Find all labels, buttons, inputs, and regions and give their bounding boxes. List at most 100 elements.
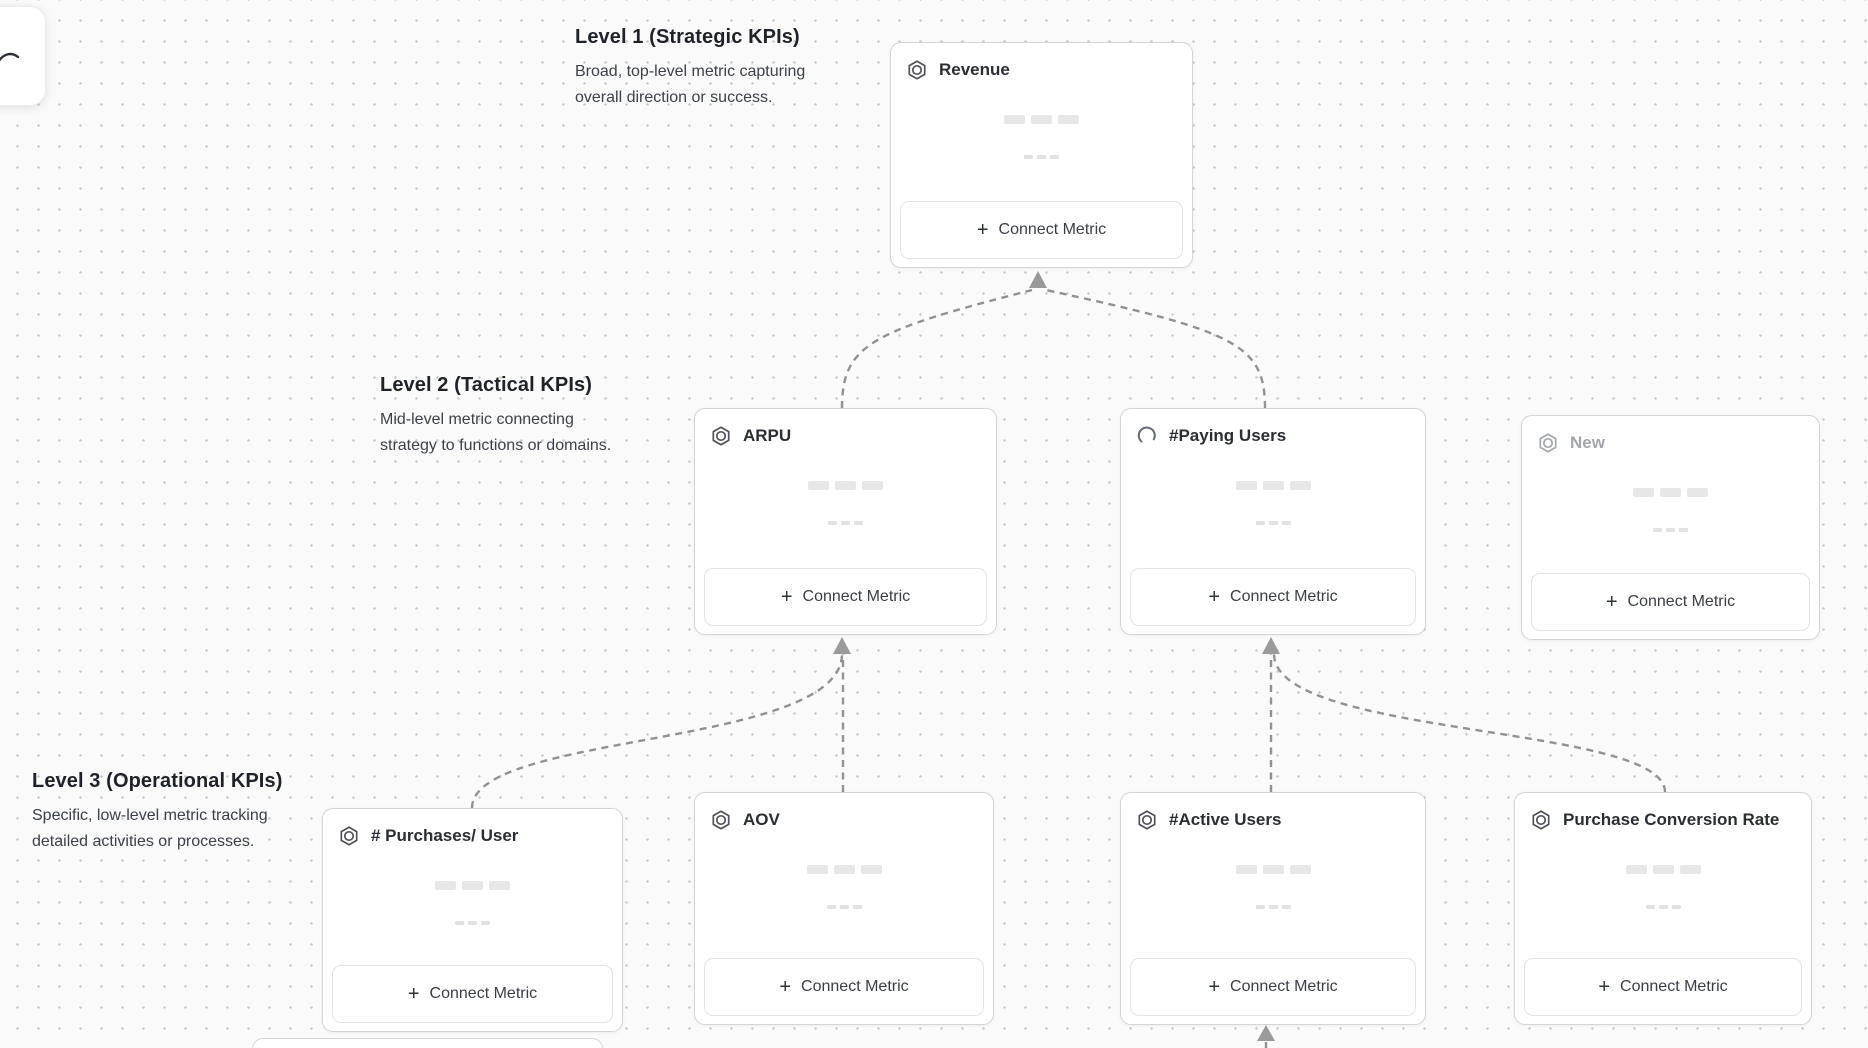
plus-icon: + xyxy=(780,585,793,608)
skeleton-bar xyxy=(806,865,828,874)
arrowhead-payingusers xyxy=(1262,637,1280,654)
level-1-description: Broad, top-level metric capturing overal… xyxy=(575,63,806,106)
skeleton-bar xyxy=(462,881,483,890)
metric-card-revenue[interactable]: Revenue + Connect Metric xyxy=(890,42,1193,268)
connect-metric-label: Connect Metric xyxy=(801,978,909,995)
skeleton-bar xyxy=(1653,528,1662,532)
plus-icon: + xyxy=(976,218,989,241)
skeleton-bar xyxy=(1281,521,1291,525)
arrowhead-activeusers xyxy=(1257,1025,1275,1041)
plus-icon: + xyxy=(779,975,792,998)
connect-metric-label: Connect Metric xyxy=(1230,588,1338,605)
hexagon-metric-icon xyxy=(1537,432,1559,454)
plus-icon: + xyxy=(1598,975,1611,998)
connect-metric-button[interactable]: + Connect Metric xyxy=(1130,958,1416,1016)
skeleton-bar xyxy=(1652,865,1674,874)
level-1-annotation: Level 1 (Strategic KPIs) Broad, top-leve… xyxy=(575,26,841,111)
metric-card-title: ARPU xyxy=(743,426,792,445)
skeleton-bar xyxy=(1687,488,1708,497)
connect-metric-button[interactable]: + Connect Metric xyxy=(704,958,984,1016)
metric-card-title: #Paying Users xyxy=(1169,426,1287,445)
skeleton-bar xyxy=(468,921,477,925)
skeleton-bar xyxy=(1262,865,1284,874)
level-2-annotation: Level 2 (Tactical KPIs) Mid-level metric… xyxy=(380,374,632,459)
connect-metric-label: Connect Metric xyxy=(1627,593,1736,610)
skeleton-bar xyxy=(835,481,856,490)
hexagon-metric-icon xyxy=(1530,809,1552,831)
skeleton-bar xyxy=(1645,905,1655,909)
edge-payingusers-revenue[interactable] xyxy=(1045,288,1267,409)
metric-card-aov[interactable]: AOV + Connect Metric xyxy=(694,792,994,1025)
connect-metric-button[interactable]: + Connect Metric xyxy=(1130,568,1416,626)
skeleton-bar xyxy=(833,865,855,874)
connect-metric-button[interactable]: + Connect Metric xyxy=(900,201,1183,259)
connect-metric-label: Connect Metric xyxy=(429,985,538,1002)
canvas-tool-button[interactable] xyxy=(0,6,46,106)
skeleton-bar xyxy=(1666,528,1675,532)
metric-card-title: Revenue xyxy=(939,60,1010,79)
metric-skeleton xyxy=(1522,488,1819,532)
connect-metric-button[interactable]: + Connect Metric xyxy=(1524,958,1802,1016)
connect-metric-label: Connect Metric xyxy=(802,588,911,605)
connect-metric-button[interactable]: + Connect Metric xyxy=(704,568,987,626)
hexagon-metric-icon xyxy=(710,425,732,447)
metric-card-active-users[interactable]: #Active Users + Connect Metric xyxy=(1120,792,1426,1025)
skeleton-bar xyxy=(1050,155,1059,159)
metric-skeleton xyxy=(1515,865,1811,909)
plus-icon: + xyxy=(407,982,420,1005)
plus-icon: + xyxy=(1605,590,1618,613)
plus-icon: + xyxy=(1208,975,1221,998)
metric-card-title: New xyxy=(1570,433,1605,452)
partial-card[interactable] xyxy=(252,1038,603,1048)
edge-arpu-revenue[interactable] xyxy=(840,288,1033,409)
metric-card-new[interactable]: New + Connect Metric xyxy=(1521,415,1820,640)
metric-card-paying-users[interactable]: #Paying Users + Connect Metric xyxy=(1120,408,1426,635)
skeleton-bar xyxy=(1679,528,1688,532)
metric-card-purchase-conversion-rate[interactable]: Purchase Conversion Rate + Connect Metri… xyxy=(1514,792,1812,1025)
skeleton-bar xyxy=(489,881,510,890)
edge-pcr-payingusers[interactable] xyxy=(1272,653,1667,793)
hexagon-metric-icon xyxy=(906,59,928,81)
arrowhead-arpu xyxy=(833,637,851,654)
skeleton-bar xyxy=(852,905,862,909)
connect-metric-button[interactable]: + Connect Metric xyxy=(1531,573,1810,631)
connect-metric-label: Connect Metric xyxy=(1230,978,1338,995)
level-2-title: Level 2 (Tactical KPIs) xyxy=(380,374,593,396)
skeleton-bar xyxy=(826,905,836,909)
skeleton-bar xyxy=(1633,488,1654,497)
metric-card-purchases-user[interactable]: # Purchases/ User + Connect Metric xyxy=(322,808,623,1032)
skeleton-bar xyxy=(1268,905,1278,909)
skeleton-bar xyxy=(1268,521,1278,525)
skeleton-bar xyxy=(1004,115,1025,124)
skeleton-bar xyxy=(1289,865,1311,874)
skeleton-bar xyxy=(1289,481,1311,490)
connect-metric-label: Connect Metric xyxy=(1620,978,1728,995)
spinner-icon xyxy=(1136,425,1158,447)
edge-purchasesuser-arpu[interactable] xyxy=(470,653,844,809)
skeleton-bar xyxy=(1058,115,1079,124)
skeleton-bar xyxy=(1262,481,1284,490)
skeleton-bar xyxy=(435,881,456,890)
level-2-description: Mid-level metric connecting strategy to … xyxy=(380,411,612,454)
skeleton-bar xyxy=(455,921,464,925)
skeleton-bar xyxy=(1281,905,1291,909)
hexagon-metric-icon xyxy=(338,825,360,847)
skeleton-bar xyxy=(860,865,882,874)
metric-card-title: # Purchases/ User xyxy=(371,826,519,845)
skeleton-bar xyxy=(862,481,883,490)
hexagon-metric-icon xyxy=(710,809,732,831)
metric-card-title: AOV xyxy=(743,810,780,829)
skeleton-bar xyxy=(828,521,837,525)
skeleton-bar xyxy=(854,521,863,525)
metric-card-title: Purchase Conversion Rate xyxy=(1563,810,1780,829)
skeleton-bar xyxy=(1660,488,1681,497)
metric-skeleton xyxy=(323,881,622,925)
metric-skeleton xyxy=(695,865,993,909)
skeleton-bar xyxy=(1037,155,1046,159)
metric-skeleton xyxy=(1121,865,1425,909)
skeleton-bar xyxy=(1679,865,1701,874)
arrowhead-revenue xyxy=(1029,271,1047,288)
metric-card-arpu[interactable]: ARPU + Connect Metric xyxy=(694,408,997,635)
connect-metric-button[interactable]: + Connect Metric xyxy=(332,965,613,1023)
